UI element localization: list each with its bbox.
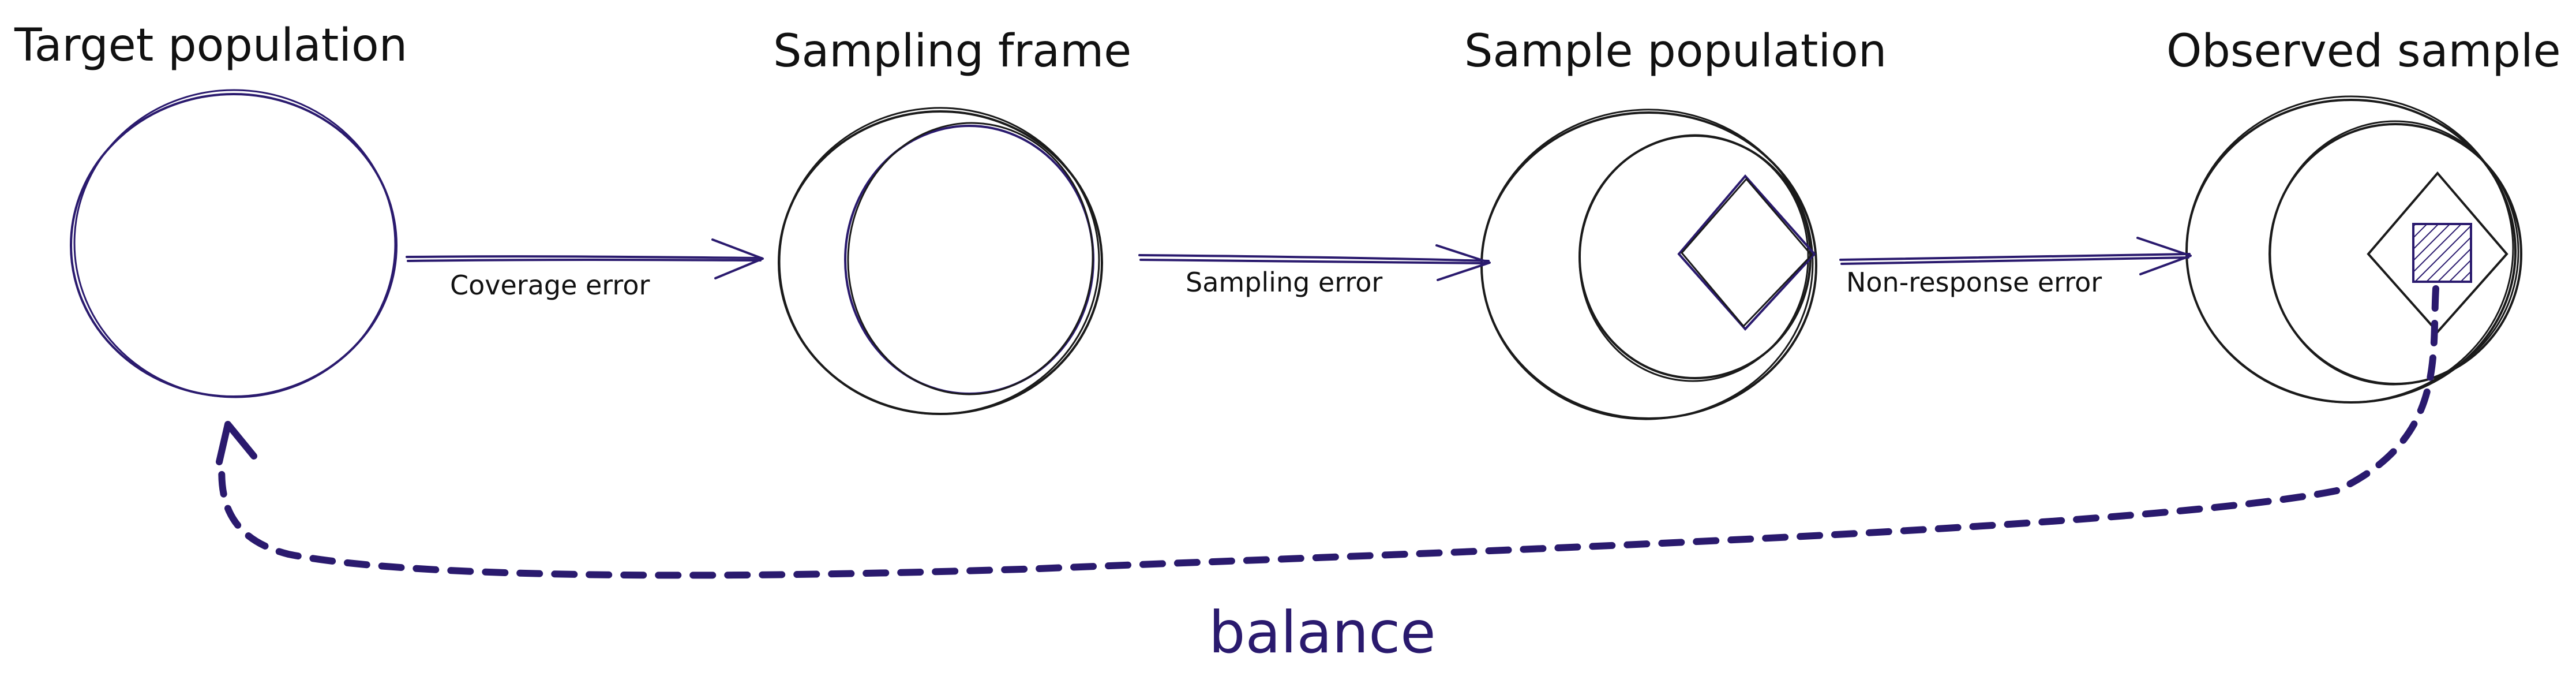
sample-population-diamond <box>1677 174 1816 331</box>
sampling-frame-outer-circle <box>778 110 1103 415</box>
arrow-non-response-error <box>1839 237 2192 275</box>
stage-title-sampling-frame: Sampling frame <box>773 25 1131 77</box>
arrow-sampling-error-shaft-2 <box>1139 259 1488 264</box>
sample-population-outer-stroke <box>1480 109 1814 420</box>
arrow-non-response-error-shaft <box>1839 253 2191 261</box>
arrow-sampling-error-head <box>1435 244 1491 281</box>
sampling-frame-inner-stroke <box>847 122 1094 395</box>
arrow-coverage-error-shaft-2 <box>407 259 762 262</box>
sample-population-node <box>1480 109 1817 420</box>
sample-population-diamond-stroke <box>1681 177 1813 328</box>
balance-feedback-arrowhead <box>216 421 257 465</box>
stage-title-target-population: Target population <box>14 20 407 72</box>
sampling-frame-outer-stroke <box>778 107 1100 415</box>
arrow-non-response-error-head <box>2136 237 2192 275</box>
balance-feedback-arrow <box>216 285 2439 579</box>
sample-population-outer-circle <box>1480 111 1817 420</box>
edge-label-sampling-error: Sampling error <box>1186 267 1382 298</box>
arrow-coverage-error <box>406 238 764 279</box>
stage-title-observed-sample: Observed sample <box>2166 25 2561 77</box>
sample-population-inner-stroke <box>1578 134 1809 382</box>
stage-title-sample-population: Sample population <box>1464 25 1887 77</box>
arrow-coverage-error-shaft <box>406 255 763 259</box>
sampling-frame-node <box>778 107 1103 415</box>
arrow-sampling-error <box>1138 244 1491 281</box>
balance-feedback-path <box>218 285 2439 579</box>
arrow-coverage-error-head <box>711 238 764 279</box>
observed-sample-inner-stroke <box>2269 120 2519 386</box>
target-population-circle-stroke <box>73 89 396 398</box>
observed-sample-hatched-square <box>2412 223 2472 283</box>
target-population-node <box>70 89 398 398</box>
feedback-label-balance: balance <box>1209 599 1436 666</box>
arrow-non-response-error-shaft-2 <box>1840 256 2189 265</box>
arrow-sampling-error-shaft <box>1138 254 1490 262</box>
observed-sample-node <box>2185 95 2522 404</box>
edge-label-non-response-error: Non-response error <box>1846 267 2102 298</box>
edge-label-coverage-error: Coverage error <box>450 270 650 301</box>
